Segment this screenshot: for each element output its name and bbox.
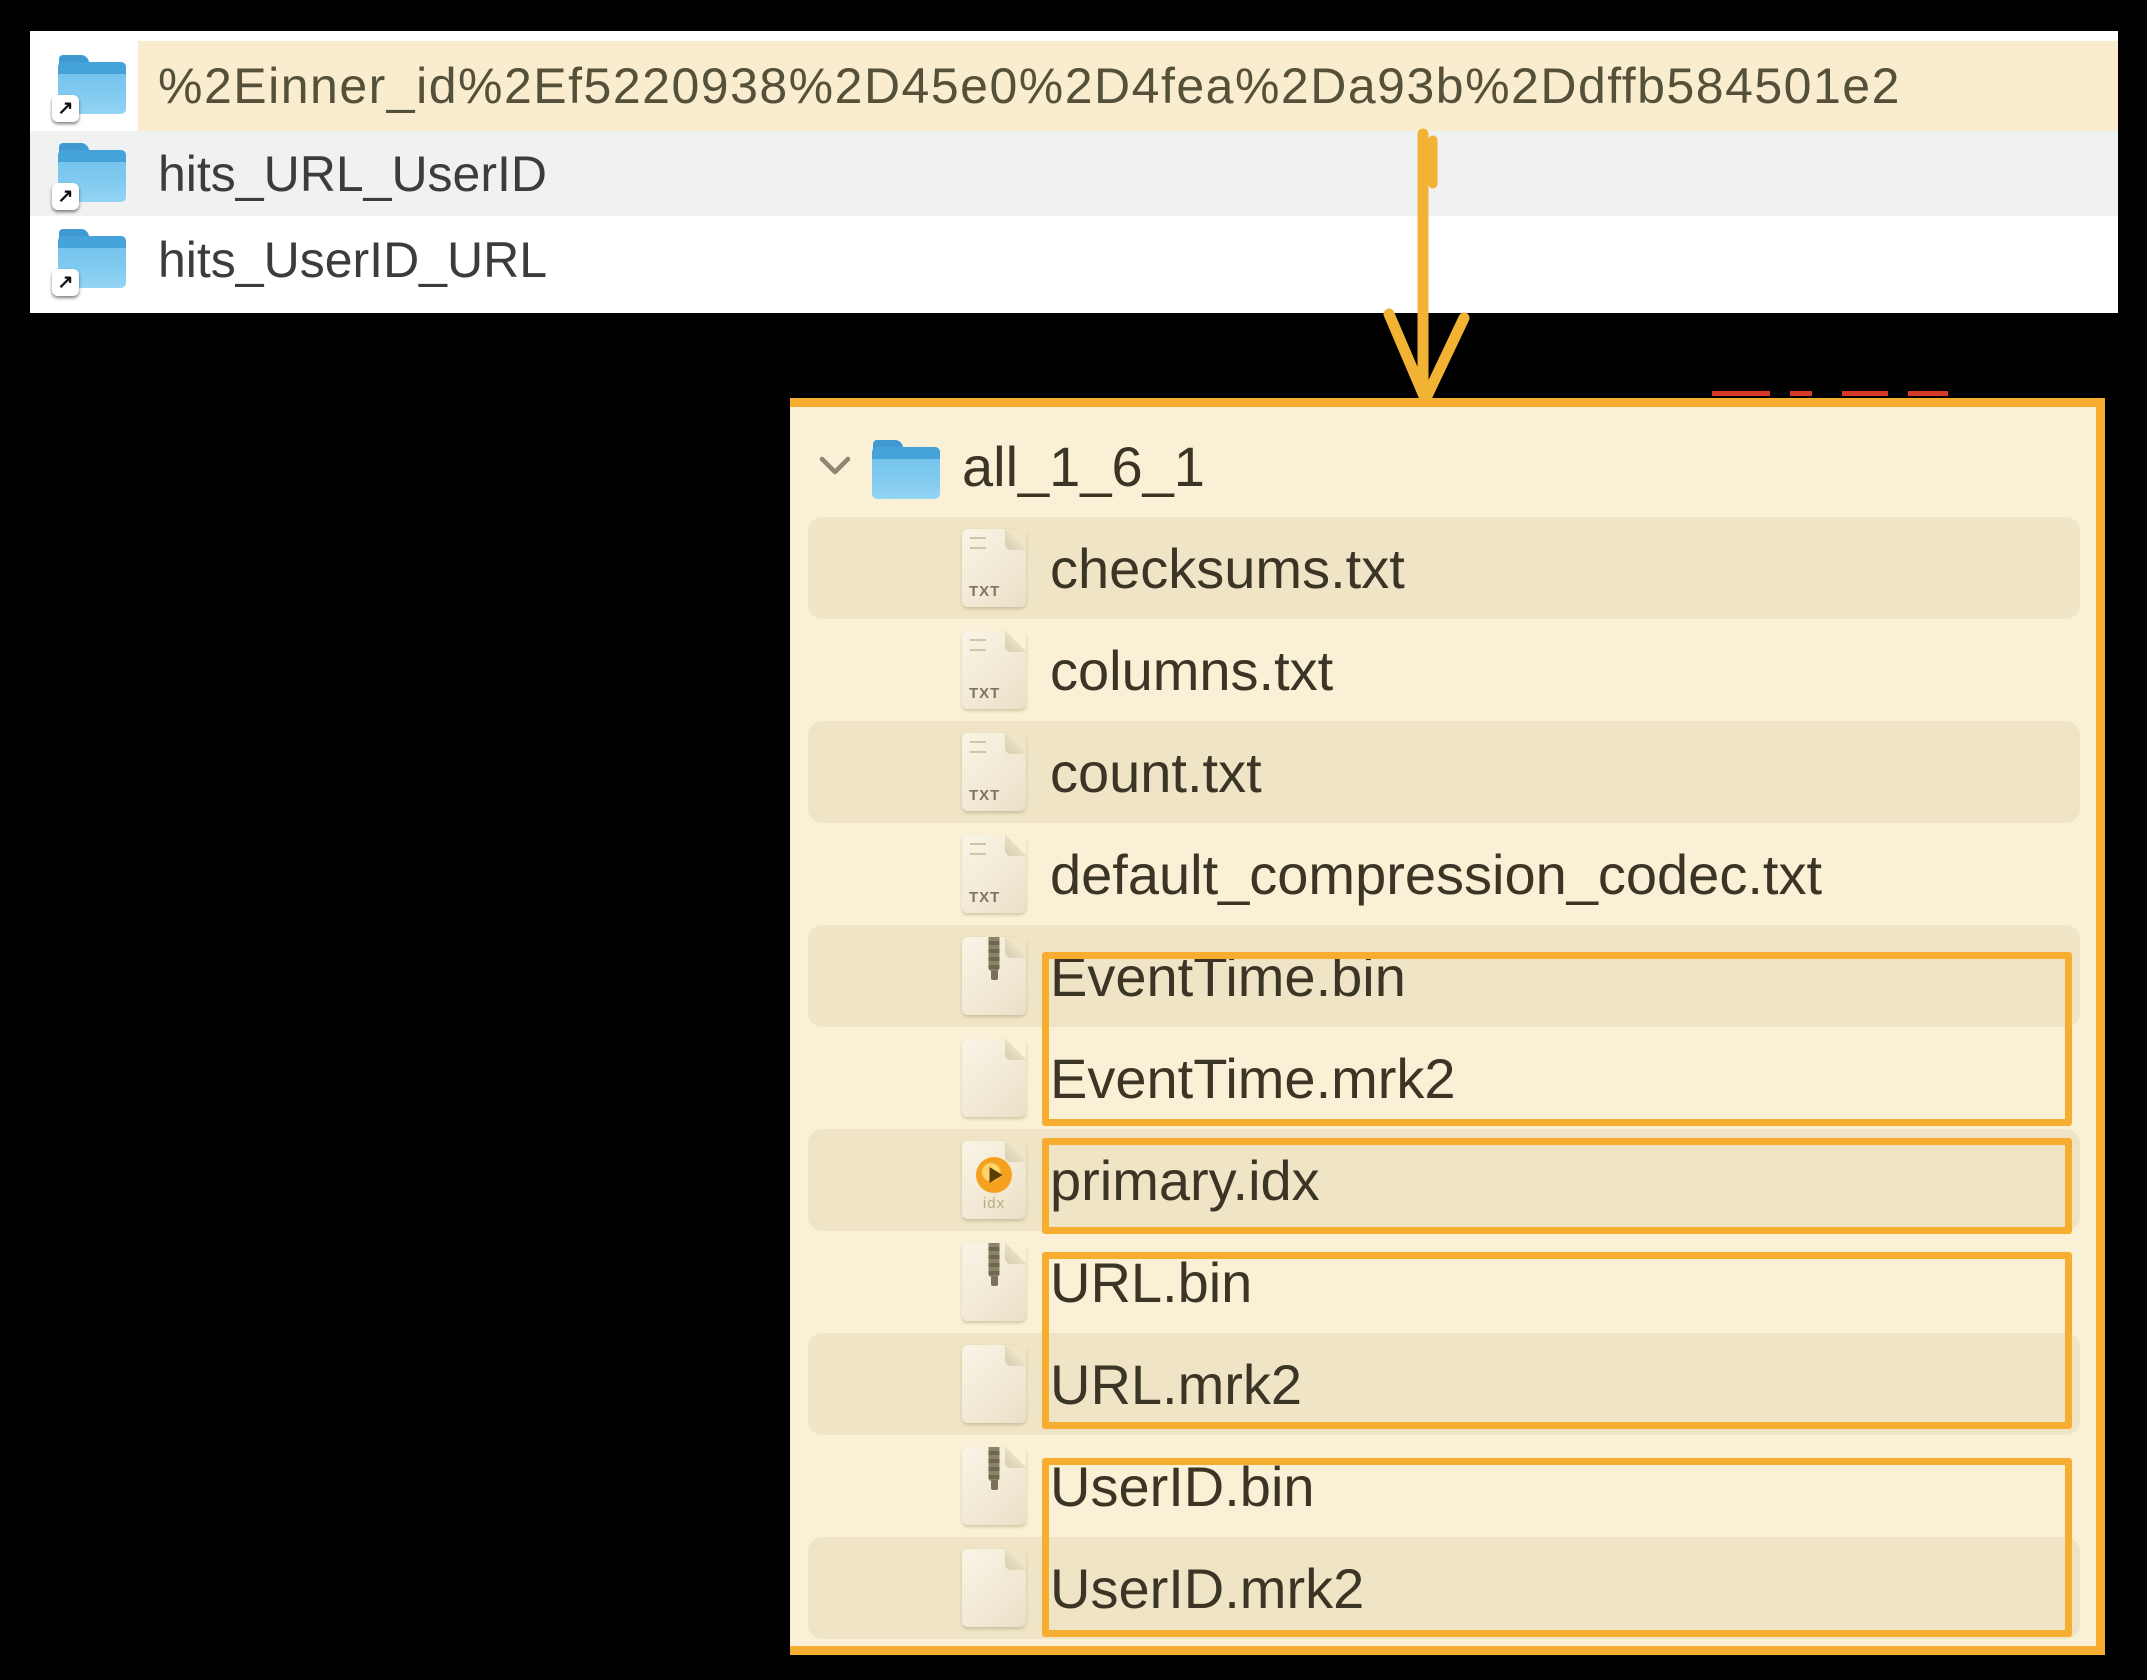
list-item[interactable]: ↗ hits_URL_UserID: [30, 131, 2118, 216]
bin-file-icon: [962, 937, 1026, 1015]
red-artifact-dash: [1842, 391, 1888, 396]
file-name: UserID.mrk2: [1050, 1556, 1365, 1620]
txt-file-icon: TXT: [962, 835, 1026, 913]
tree-row-file[interactable]: TXT checksums.txt: [790, 517, 2096, 619]
idx-file-icon: idx: [962, 1141, 1026, 1219]
selection-highlight: [138, 41, 2118, 131]
file-name: default_compression_codec.txt: [1050, 842, 1822, 906]
alias-arrow-badge-icon: ↗: [52, 95, 79, 122]
tree-row-file[interactable]: TXT default_compression_codec.txt: [790, 823, 2096, 925]
finder-list-panel: ↗ %2Einner_id%2Ef5220938%2D45e0%2D4fea%2…: [30, 31, 2118, 313]
txt-file-icon: TXT: [962, 733, 1026, 811]
file-name: URL.bin: [1050, 1250, 1253, 1314]
file-name: checksums.txt: [1050, 536, 1405, 600]
blank-file-icon: [962, 1345, 1026, 1423]
list-item[interactable]: ↗ hits_UserID_URL: [30, 216, 2118, 304]
red-artifact-dash: [1712, 391, 1770, 396]
folder-alias-icon: ↗: [52, 229, 130, 296]
alias-arrow-badge-icon: ↗: [52, 182, 79, 210]
tree-row-root-folder[interactable]: all_1_6_1: [790, 415, 2096, 517]
chevron-down-icon[interactable]: [818, 454, 852, 478]
list-item[interactable]: ↗ %2Einner_id%2Ef5220938%2D45e0%2D4fea%2…: [30, 41, 2118, 131]
tree-row-file[interactable]: UserID.mrk2: [790, 1537, 2096, 1639]
play-disc-icon: [976, 1157, 1012, 1193]
txt-file-icon: TXT: [962, 529, 1026, 607]
folder-name: hits_URL_UserID: [158, 145, 548, 202]
bin-file-icon: [962, 1447, 1026, 1525]
tree-row-file[interactable]: UserID.bin: [790, 1435, 2096, 1537]
file-name: UserID.bin: [1050, 1454, 1315, 1518]
tree-row-file[interactable]: URL.bin: [790, 1231, 2096, 1333]
finder-tree-panel: all_1_6_1 TXT checksums.txt TXT columns.…: [790, 398, 2105, 1655]
file-name: count.txt: [1050, 740, 1262, 804]
file-name: URL.mrk2: [1050, 1352, 1303, 1416]
folder-name: all_1_6_1: [962, 434, 1205, 498]
red-artifact-dash: [1908, 391, 1948, 396]
blank-file-icon: [962, 1039, 1026, 1117]
file-name: primary.idx: [1050, 1148, 1320, 1212]
alias-arrow-badge-icon: ↗: [52, 269, 79, 296]
tree-row-file[interactable]: TXT count.txt: [790, 721, 2096, 823]
file-name: EventTime.mrk2: [1050, 1046, 1456, 1110]
file-name: EventTime.bin: [1050, 944, 1406, 1008]
file-name: columns.txt: [1050, 638, 1334, 702]
blank-file-icon: [962, 1549, 1026, 1627]
folder-alias-icon: ↗: [52, 55, 130, 122]
folder-name: %2Einner_id%2Ef5220938%2D45e0%2D4fea%2Da…: [158, 58, 1901, 114]
tree-row-file[interactable]: idx primary.idx: [790, 1129, 2096, 1231]
red-artifact-dash: [1790, 391, 1812, 396]
tree-row-file[interactable]: EventTime.bin: [790, 925, 2096, 1027]
folder-name: hits_UserID_URL: [158, 232, 548, 288]
tree-row-file[interactable]: URL.mrk2: [790, 1333, 2096, 1435]
txt-file-icon: TXT: [962, 631, 1026, 709]
folder-alias-icon: ↗: [52, 142, 130, 210]
tree-row-file[interactable]: TXT columns.txt: [790, 619, 2096, 721]
folder-icon: [872, 439, 940, 499]
bin-file-icon: [962, 1243, 1026, 1321]
tree-row-file[interactable]: EventTime.mrk2: [790, 1027, 2096, 1129]
